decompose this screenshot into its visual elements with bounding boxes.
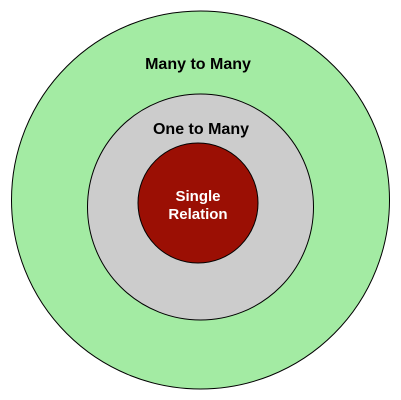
inner-circle-label-line-1: Single — [175, 188, 220, 205]
inner-circle-single-relation — [137, 142, 259, 264]
middle-circle-label: One to Many — [153, 121, 249, 138]
outer-circle-label: Many to Many — [145, 56, 251, 73]
inner-circle-label-line-2: Relation — [168, 206, 227, 223]
